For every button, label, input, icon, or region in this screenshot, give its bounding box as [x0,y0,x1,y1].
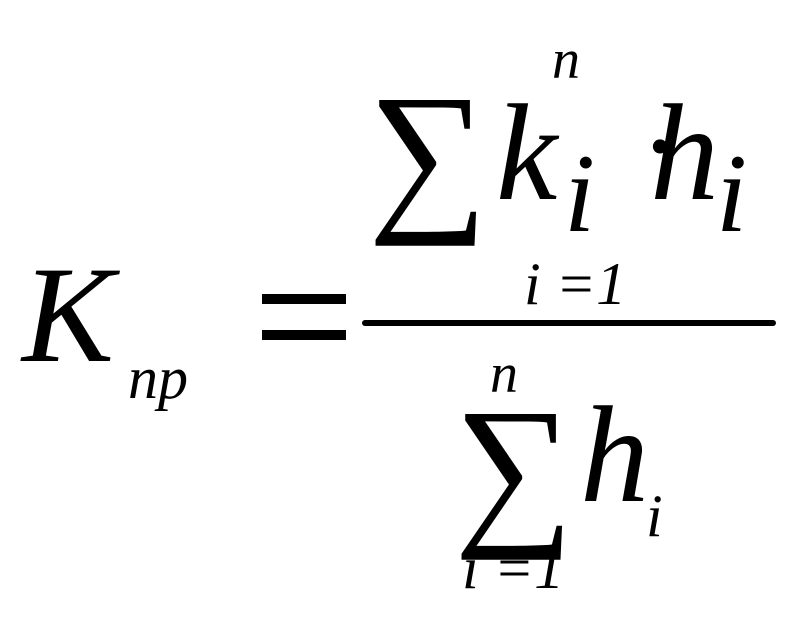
lhs-subscript: np [128,345,188,411]
denominator-term-h-index: i [646,483,663,549]
numerator-lower-limit: i =1 [524,251,627,317]
fraction-bar [362,320,776,326]
numerator-multiply-dot: · [640,79,680,212]
equals-bar-bottom [262,330,346,340]
numerator-sum-sign: ∑ [368,61,488,247]
denominator-upper-limit: n [490,343,518,405]
denominator-lower-limit: i =1 [462,535,565,601]
numerator-factor-h-index: i [716,132,748,256]
numerator-factor-k: k [496,76,558,229]
lhs-symbol: K [22,238,115,391]
numerator-factor-k-index: i [564,132,596,256]
denominator-sum-sign: ∑ [454,375,574,561]
numerator-upper-limit: n [552,29,580,91]
denominator-term-h: h [580,378,649,531]
numerator-factor-h: h [650,76,719,229]
equals-bar-top [262,294,346,304]
